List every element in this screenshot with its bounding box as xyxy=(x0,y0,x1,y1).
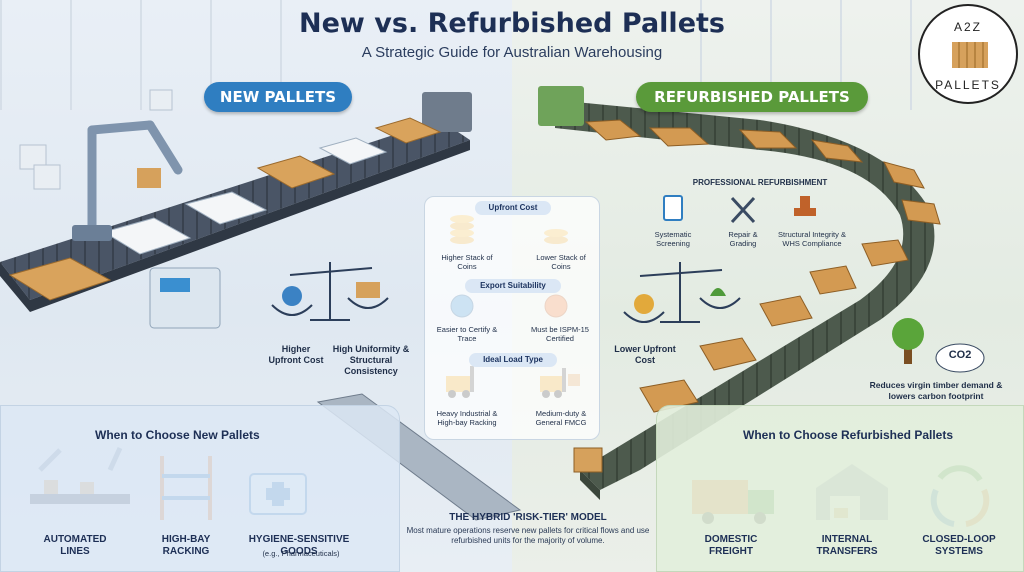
use-closed-loop: CLOSED-LOOP SYSTEMS xyxy=(922,534,996,557)
refurbishment-process-title: PROFESSIONAL REFURBISHMENT xyxy=(692,178,828,187)
robot-base xyxy=(72,225,112,241)
page-title: New vs. Refurbished Pallets xyxy=(299,8,725,39)
use-high-bay-racking: HIGH-BAY RACKING xyxy=(161,534,211,557)
export-refurbished: Must be ISPM-15 Certified xyxy=(531,325,589,343)
when-new-title: When to Choose New Pallets xyxy=(95,428,260,442)
refurbished-pallets xyxy=(573,119,941,473)
checklist-icon xyxy=(663,195,683,221)
hybrid-model-description: Most mature operations reserve new palle… xyxy=(406,526,650,545)
process-step-repair: Repair & Grading xyxy=(728,230,758,248)
use-automated-lines: AUTOMATED LINES xyxy=(43,534,107,557)
tree-icon xyxy=(892,318,924,364)
export-new: Easier to Certify & Trace xyxy=(436,325,498,343)
refurbished-conveyor xyxy=(538,86,935,500)
refurbished-cost-label: Lower Upfront Cost xyxy=(614,344,676,365)
process-step-screening: Systematic Screening xyxy=(654,230,692,248)
use-internal-transfers: INTERNAL TRANSFERS xyxy=(816,534,878,557)
load-type-refurbished: Medium-duty & General FMCG xyxy=(535,409,587,427)
new-pallet-icon xyxy=(356,282,380,298)
when-refurbished-title: When to Choose Refurbished Pallets xyxy=(743,428,954,442)
page-subtitle: A Strategic Guide for Australian Warehou… xyxy=(361,44,663,61)
when-refurbished-panel: When to Choose Refurbished Pallets DOMES… xyxy=(656,405,1024,572)
comparison-panel: Upfront Cost Higher Stack of Coins Lower… xyxy=(424,196,600,440)
when-new-panel: When to Choose New Pallets AUTOMATED LIN… xyxy=(0,405,400,572)
process-step-compliance: Structural Integrity & WHS Compliance xyxy=(778,230,846,248)
load-type-heading: Ideal Load Type xyxy=(469,353,557,367)
upfront-cost-heading: Upfront Cost xyxy=(475,201,551,215)
new-pallets-badge: NEW PALLETS xyxy=(204,82,352,112)
new-cost-scale xyxy=(271,262,389,321)
logo-top-text: A2Z xyxy=(953,20,982,34)
background-boxes xyxy=(19,89,173,190)
new-quality-label: High Uniformity & Structural Consistency xyxy=(332,344,410,376)
co2-label: CO2 xyxy=(948,349,972,361)
refurbished-coin-icon xyxy=(634,294,654,314)
new-coin-icon xyxy=(282,286,302,306)
logo-pallet-icon xyxy=(952,42,988,68)
use-hygiene-sensitive: HYGIENE-SENSITIVE GOODS xyxy=(248,534,350,557)
use-domestic-freight: DOMESTIC FREIGHT xyxy=(704,534,758,557)
repair-tools-icon xyxy=(730,196,756,224)
upfront-cost-new: Higher Stack of Coins xyxy=(441,253,493,271)
refurbished-box xyxy=(573,447,603,473)
robot-box xyxy=(137,168,161,188)
inspection-machine xyxy=(149,267,221,329)
load-type-new: Heavy Industrial & High-bay Racking xyxy=(436,409,498,427)
pallet-exit-tunnel xyxy=(422,92,472,132)
leaf-icon xyxy=(710,288,726,296)
a2z-pallets-logo: A2Z PALLETS xyxy=(918,4,1018,104)
robot-arm xyxy=(87,120,183,235)
new-pallets-wood xyxy=(8,117,442,301)
new-pallets-white xyxy=(102,137,388,255)
export-heading: Export Suitability xyxy=(465,279,561,293)
co2-cloud-icon xyxy=(935,343,985,373)
upfront-cost-refurbished: Lower Stack of Coins xyxy=(536,253,586,271)
refurbished-pallets-badge: REFURBISHED PALLETS xyxy=(636,82,868,112)
logo-bottom-text: PALLETS xyxy=(935,78,1001,92)
refurbish-entry-tunnel xyxy=(538,86,584,126)
eco-benefit-label: Reduces virgin timber demand & lowers ca… xyxy=(869,380,1003,401)
stamp-icon xyxy=(794,196,816,216)
hybrid-model-title: THE HYBRID 'RISK-TIER' MODEL xyxy=(449,512,607,523)
new-cost-label: Higher Upfront Cost xyxy=(268,344,324,365)
refurbished-cost-scale xyxy=(623,262,741,323)
hygiene-example-note: (e.g., Pharmaceuticals) xyxy=(262,549,340,558)
